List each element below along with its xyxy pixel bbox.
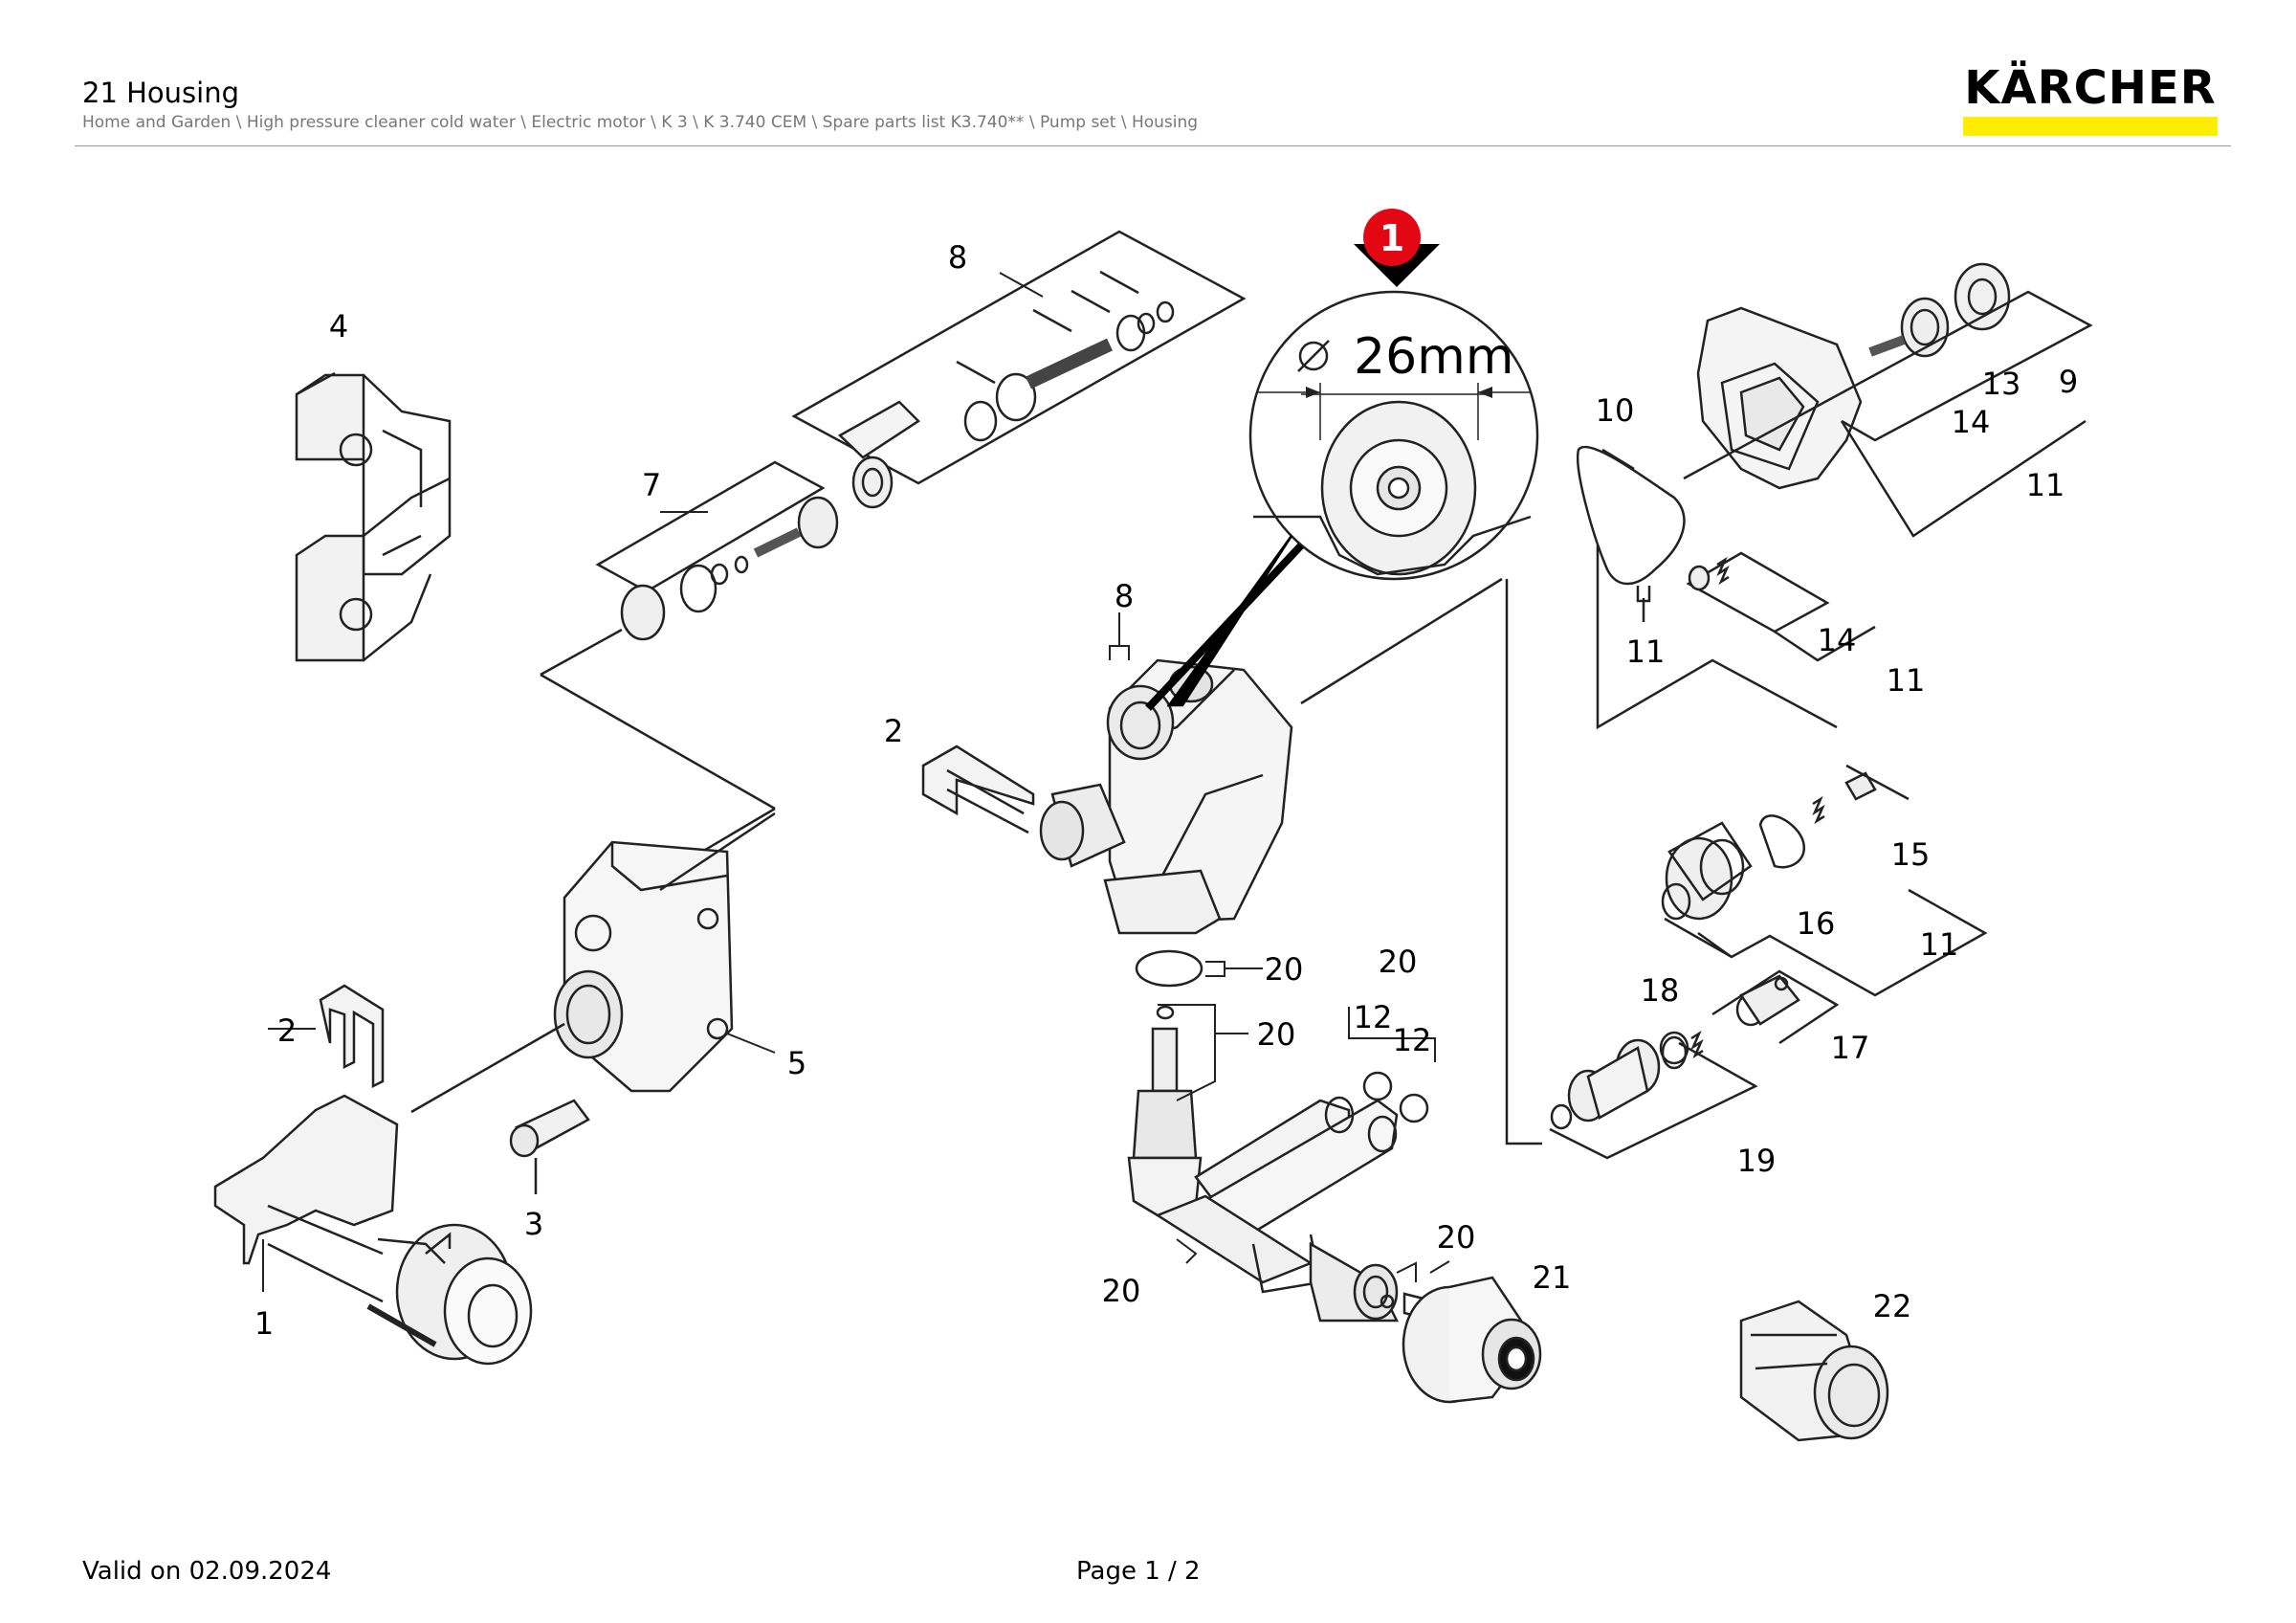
callout-8-top: 8 [948, 239, 967, 276]
callout-13: 13 [1982, 366, 2021, 402]
part-clip-2-left [319, 984, 385, 1089]
callout-18: 18 [1641, 972, 1680, 1009]
callout-11-top: 11 [2026, 467, 2065, 503]
detail-magnifier [1145, 290, 1539, 711]
part-coupling-1 [213, 1094, 533, 1366]
callout-12-left: 12 [1354, 999, 1393, 1035]
callout-12-right: 12 [1393, 1022, 1432, 1058]
callout-numbers: 1 2 2 3 4 5 7 8 8 9 10 11 11 11 11 12 12… [254, 239, 2078, 1342]
callout-11-lower: 11 [1920, 926, 1959, 963]
dimension-label: 26mm [1354, 328, 1513, 386]
callout-19: 19 [1737, 1143, 1777, 1179]
callout-20-e: 20 [1437, 1219, 1476, 1256]
callout-7: 7 [642, 467, 661, 503]
badge-number: 1 [1380, 217, 1404, 259]
header-divider [75, 145, 2231, 146]
part-bracket-4 [295, 371, 452, 662]
callout-14-mid: 14 [1818, 622, 1857, 658]
callout-10: 10 [1596, 392, 1635, 429]
callout-1: 1 [254, 1305, 274, 1342]
callout-2-center: 2 [884, 713, 903, 749]
part-pipe-assembly-20 [1127, 949, 1437, 1323]
callout-20-b: 20 [1257, 1016, 1296, 1053]
page-title: 21 Housing [82, 77, 240, 109]
callout-3: 3 [524, 1206, 543, 1242]
part-screw-3 [509, 1099, 590, 1194]
callout-21: 21 [1533, 1259, 1572, 1296]
part-hose-connector-21 [1402, 1276, 1542, 1404]
callout-9: 9 [2059, 364, 2078, 400]
part-valve-group-7 [540, 460, 839, 873]
part-housing-5 [410, 812, 776, 1114]
callout-4: 4 [329, 308, 348, 345]
callout-2-left: 2 [277, 1012, 297, 1049]
valid-date: Valid on 02.09.2024 [82, 1557, 332, 1586]
page-number: Page 1 / 2 [1076, 1557, 1201, 1586]
breadcrumb: Home and Garden \ High pressure cleaner … [82, 113, 1199, 132]
kaercher-logo: KÄRCHER [1963, 61, 2218, 138]
callout-15: 15 [1891, 836, 1931, 873]
callout-17: 17 [1831, 1030, 1870, 1066]
part-spring-set-14 [1596, 545, 1876, 730]
callout-20-d: 20 [1102, 1273, 1141, 1309]
part-gasket-10 [1577, 445, 1686, 622]
callout-11-gasket: 11 [1626, 634, 1666, 670]
callout-14-top: 14 [1952, 404, 1991, 440]
callout-leaders [262, 272, 1450, 1292]
part-pump-housing [1039, 577, 1503, 935]
callout-22: 22 [1873, 1288, 1912, 1324]
part-valve-group-15-16 [1661, 764, 1988, 997]
callout-8-center: 8 [1115, 578, 1134, 614]
logo-wordmark: KÄRCHER [1964, 61, 2217, 115]
part-coupling-22 [1739, 1300, 1889, 1442]
detail-badge: 1 [1354, 209, 1440, 287]
part-valve-group-17-19 [1505, 579, 1840, 1160]
part-clip-2-center [921, 745, 1035, 834]
callout-11-mid: 11 [1887, 662, 1926, 699]
badge-circle [1363, 209, 1421, 266]
callout-20-a: 20 [1265, 951, 1304, 988]
logo-yellow-bar [1963, 117, 2218, 136]
part-valve-housing-11-top [1683, 262, 2093, 538]
callout-20-c: 20 [1379, 944, 1418, 980]
callout-5: 5 [787, 1045, 806, 1081]
callout-16: 16 [1797, 905, 1836, 942]
part-valve-stack-8 [791, 230, 1247, 509]
